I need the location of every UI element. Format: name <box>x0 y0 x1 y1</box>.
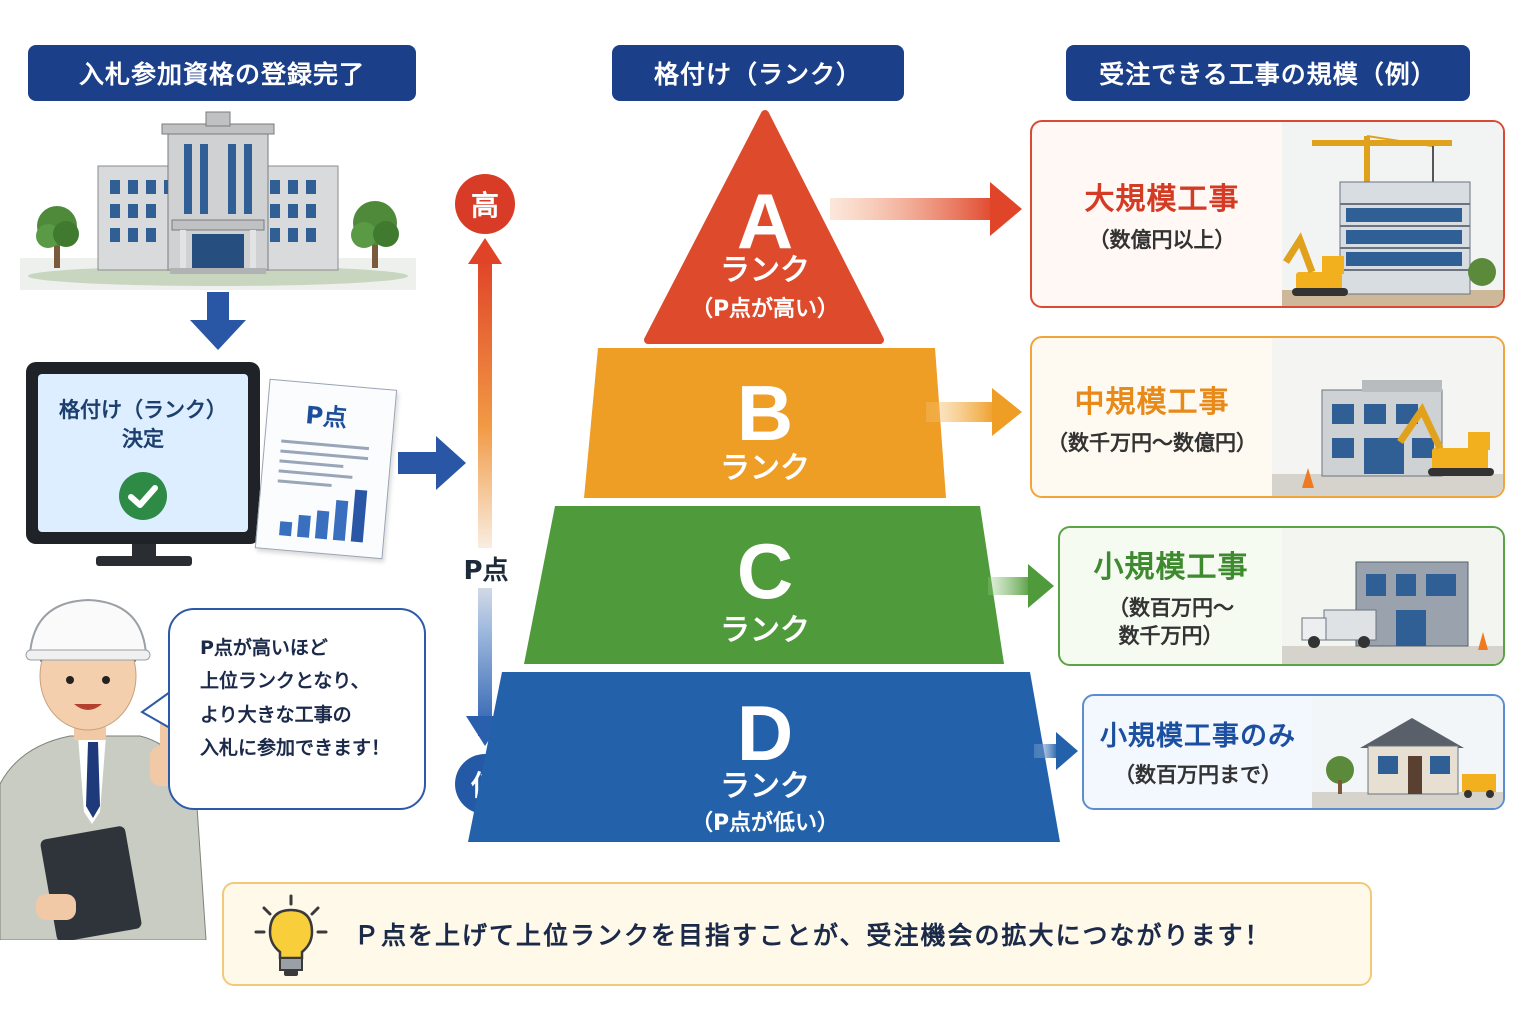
tier-b <box>584 348 946 498</box>
tier-c-letter: C <box>737 527 793 615</box>
arrow-a-icon <box>830 182 1022 236</box>
header-registration: 入札参加資格の登録完了 <box>28 45 416 101</box>
card-c-sub: （数百万円〜 数千万円） <box>1108 594 1234 651</box>
card-d-sub: （数百万円まで） <box>1114 763 1282 788</box>
tier-b-rank: ランク <box>720 451 810 486</box>
down-arrow-icon <box>190 292 246 350</box>
header-project-scale: 受注できる工事の規模（例） <box>1066 45 1470 101</box>
card-c-sub-line1: （数百万円〜 <box>1108 595 1234 620</box>
card-d-title: 小規模工事のみ <box>1100 721 1296 753</box>
worker-with-clipboard-icon <box>0 598 207 940</box>
tier-a-letter: A <box>737 177 793 265</box>
tier-a-note: （P点が高い） <box>691 296 839 322</box>
p-score-document: P点 <box>254 378 398 560</box>
house-construction-icon <box>1312 696 1503 808</box>
tree-left-icon <box>36 206 79 268</box>
card-medium-scale: 中規模工事 （数千万円〜数億円） <box>1030 336 1505 498</box>
right-arrow-icon <box>398 436 466 490</box>
tier-c-rank: ランク <box>720 613 810 648</box>
tree-right-icon <box>351 201 399 268</box>
card-b-title: 中規模工事 <box>1074 384 1230 420</box>
axis-p-score-label: P点 <box>446 548 526 588</box>
speech-line-1: P点が高いほど <box>200 637 328 659</box>
card-small-only: 小規模工事のみ （数百万円まで） <box>1082 694 1505 810</box>
monitor-stand-icon <box>96 544 192 566</box>
card-a-sub: （数億円以上） <box>1088 227 1236 252</box>
header-ranking: 格付け（ランク） <box>612 45 904 101</box>
speech-bubble: P点が高いほど 上位ランクとなり、 より大きな工事の 入札に参加できます！ <box>168 608 426 810</box>
speech-line-2: 上位ランクとなり、 <box>200 670 370 693</box>
bar-chart-icon <box>277 439 370 543</box>
mid-rise-construction-icon <box>1272 338 1503 496</box>
card-small-scale: 小規模工事 （数百万円〜 数千万円） <box>1058 526 1505 666</box>
light-bulb-icon <box>254 894 328 976</box>
card-c-sub-line2: 数千万円） <box>1118 624 1224 648</box>
arrow-b-icon <box>926 388 1022 436</box>
rank-pyramid: A ランク （P点が高い） B ランク C ランク D ランク （P点が低い） <box>468 110 1060 842</box>
high-rise-construction-icon <box>1282 122 1503 306</box>
axis-high-label: 高 <box>470 189 499 222</box>
small-building-truck-icon <box>1282 528 1503 664</box>
government-building-icon <box>20 111 416 290</box>
tier-c <box>524 506 1004 664</box>
card-b-sub: （数千万円〜数億円） <box>1047 430 1257 455</box>
document-p-score-label: P点 <box>304 401 349 433</box>
monitor-decided-label: 決定 <box>122 427 164 452</box>
tip-banner: Ｐ点を上げて上位ランクを目指すことが、受注機会の拡大につながります！ <box>222 882 1372 986</box>
tier-b-letter: B <box>737 369 793 457</box>
arrow-c-icon <box>988 564 1054 608</box>
monitor-rank-label: 格付け（ランク） <box>59 398 227 422</box>
speech-line-4: 入札に参加できます！ <box>200 736 391 759</box>
tier-a <box>644 110 884 344</box>
monitor-screen: 格付け（ランク） 決定 <box>38 374 248 532</box>
tip-message: Ｐ点を上げて上位ランクを目指すことが、受注機会の拡大につながります！ <box>354 921 1272 950</box>
check-icon <box>119 471 167 520</box>
monitor: 格付け（ランク） 決定 <box>26 362 260 544</box>
tier-d-letter: D <box>737 689 793 777</box>
card-a-title: 大規模工事 <box>1084 181 1240 217</box>
tier-d-rank: ランク <box>720 769 810 804</box>
tier-d <box>468 672 1060 842</box>
card-c-title: 小規模工事 <box>1093 549 1249 585</box>
speech-line-3: より大きな工事の <box>200 703 352 726</box>
tier-a-rank: ランク <box>720 253 810 288</box>
high-badge <box>455 174 515 234</box>
tier-d-note: （P点が低い） <box>691 810 839 836</box>
arrow-d-icon <box>1034 732 1078 770</box>
card-large-scale: 大規模工事 （数億円以上） <box>1030 120 1505 308</box>
